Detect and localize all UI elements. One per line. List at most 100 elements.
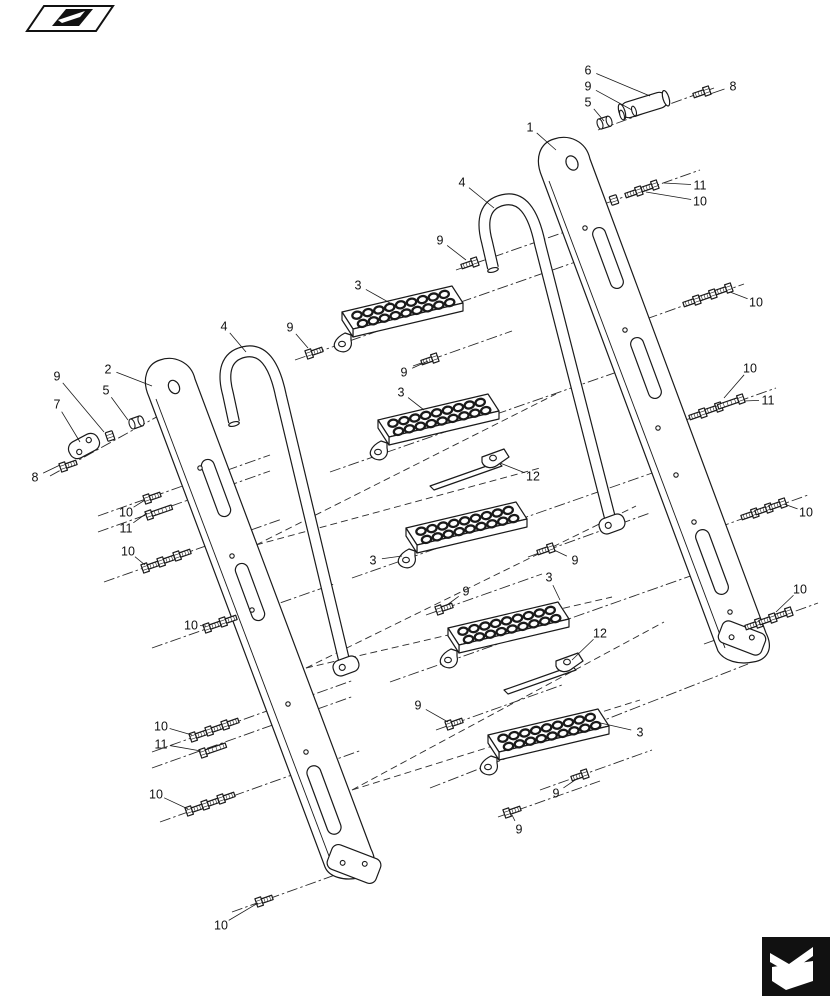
assembly-centerline	[389, 566, 717, 683]
callout-leader	[169, 745, 202, 752]
assembly-centerline	[151, 695, 355, 769]
assembly-centerline	[412, 330, 513, 367]
step-tread	[369, 392, 501, 461]
callout-leader	[729, 291, 748, 300]
right-rail-top-hole	[565, 155, 579, 171]
callout-label: 9	[54, 370, 61, 384]
tube-end-cap	[228, 420, 240, 428]
callout-leader	[553, 549, 568, 557]
callout-leader	[169, 728, 193, 736]
handle-tube-fill	[479, 194, 615, 520]
bolt-icon	[156, 552, 177, 568]
callout-label: 10	[154, 720, 168, 734]
callout-label: 9	[585, 80, 592, 94]
callout-label: 11	[762, 394, 775, 408]
callout-label: 5	[103, 384, 110, 398]
callout-leader	[407, 397, 425, 411]
callout-leader	[595, 721, 632, 731]
callout-leader	[775, 594, 794, 613]
left-handle-tube	[219, 345, 360, 677]
bolt-icon	[623, 185, 644, 201]
callout-label: 11	[694, 179, 707, 193]
handle-mount-tab	[332, 655, 360, 677]
callout-label: 3	[398, 386, 405, 400]
bushing-icon	[595, 114, 614, 131]
step-tread	[397, 500, 529, 569]
phantom-line	[255, 467, 541, 546]
handle-tube-fill	[220, 346, 349, 662]
mounting-hole	[655, 425, 661, 431]
callout-leader	[468, 187, 495, 209]
callout-leader	[365, 289, 391, 304]
right-rail-slot	[695, 529, 729, 595]
grab-handle-flange	[661, 89, 671, 107]
callout-label: 9	[572, 554, 579, 568]
mounting-hole	[673, 472, 679, 478]
step-bracket	[429, 448, 510, 491]
callout-label: 9	[401, 366, 408, 380]
bolt-icon	[697, 288, 718, 304]
assembly-centerline	[97, 454, 271, 517]
left-rail-foot	[326, 843, 382, 885]
callout-leader	[571, 638, 594, 661]
callout-label: 9	[415, 699, 422, 713]
callout-leader	[116, 371, 153, 387]
mounting-hole	[229, 553, 235, 559]
assembly-centerline	[539, 749, 653, 791]
callout-leader	[163, 797, 189, 810]
long-bolt-icon	[144, 502, 174, 521]
bolt-icon	[459, 256, 480, 272]
callout-label: 9	[516, 823, 523, 837]
assembly-centerline	[151, 583, 335, 649]
right-handle-tube	[478, 193, 626, 535]
callout-leader	[783, 503, 798, 510]
callout-leader	[228, 902, 259, 921]
callout-label: 11	[120, 522, 133, 536]
callout-leader	[743, 399, 760, 402]
callout-label: 10	[799, 506, 813, 520]
callout-leader	[595, 89, 633, 111]
right-rail-slot	[592, 226, 624, 290]
callout-label: 7	[54, 398, 61, 412]
assembly-centerline	[151, 679, 355, 753]
bolt-icon	[58, 457, 79, 473]
callout-label: 10	[149, 788, 163, 802]
callout-leader	[563, 777, 579, 789]
callout-leader	[110, 397, 129, 421]
mounting-hole	[582, 225, 588, 231]
mounting-hole	[691, 519, 697, 525]
callout-leader	[596, 73, 651, 97]
tube-end-cap	[487, 266, 499, 274]
bolt-icon	[140, 558, 161, 574]
callout-leader	[229, 332, 247, 353]
bolt-icon	[200, 795, 221, 811]
mounting-hole	[249, 607, 255, 613]
assembly-centerline	[351, 463, 679, 579]
step-bracket	[503, 652, 584, 695]
callout-leader	[663, 182, 692, 185]
left-rail-top-hole	[167, 379, 181, 395]
marker-slab	[772, 961, 813, 990]
callout-label: 9	[287, 321, 294, 335]
callout-label: 10	[743, 362, 757, 376]
callout-leader	[593, 108, 605, 122]
callout-leader	[709, 88, 725, 95]
callout-label: 6	[585, 64, 592, 78]
mounting-hole	[727, 609, 733, 615]
callout-leader	[61, 411, 81, 443]
callout-leader	[723, 374, 745, 399]
bolt-icon	[419, 352, 440, 368]
callout-label: 3	[546, 571, 553, 585]
callout-leader	[425, 709, 449, 723]
bolt-icon	[172, 546, 193, 562]
callout-label: 9	[553, 787, 560, 801]
callout-leader	[511, 814, 516, 822]
phantom-line	[351, 621, 665, 791]
bolt-icon	[444, 715, 465, 731]
callout-label: 10	[184, 619, 198, 633]
assembly-centerline	[97, 470, 271, 533]
bolt-icon	[535, 542, 556, 558]
callout-label: 4	[221, 320, 228, 334]
